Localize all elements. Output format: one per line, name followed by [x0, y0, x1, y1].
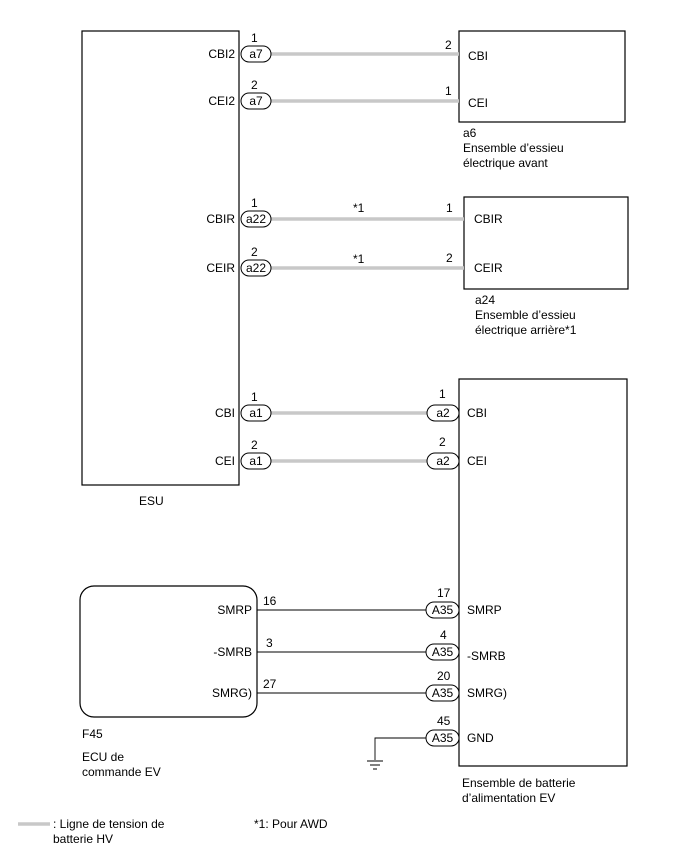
connector-code: a1 [249, 406, 263, 420]
legend-hv-line-label-2: batterie HV [53, 832, 113, 846]
esu-box [81, 30, 240, 486]
connector-pill [240, 259, 272, 277]
esu-signal-label: CBI [215, 406, 235, 420]
ecu-signal-label: SMRP [217, 603, 252, 617]
front-axle-code: a6 [463, 126, 477, 140]
rear-axle-box [463, 196, 629, 290]
battery-pin-number: 17 [437, 586, 451, 600]
connector-pill [425, 643, 460, 661]
connector-pill [240, 92, 272, 110]
ecu-signal-label: SMRG) [212, 686, 252, 700]
rear-axle-signal-label: CBIR [474, 212, 503, 226]
ground-icon [367, 760, 383, 770]
ecu-name-line2: commande EV [82, 765, 161, 779]
esu-signal-label: CBIR [206, 212, 235, 226]
front-axle-pin-number: 2 [445, 38, 452, 52]
wire-gnd [374, 737, 426, 760]
battery-pin-number: 2 [439, 435, 446, 449]
connector-code: a2 [436, 454, 450, 468]
ecu-box [79, 585, 258, 718]
connector-pill [240, 45, 272, 63]
front-axle-pin-number: 1 [445, 84, 452, 98]
connector-code: a1 [249, 454, 263, 468]
esu-pin-number: 1 [251, 390, 258, 404]
battery-name-line1: Ensemble de batterie [462, 776, 576, 790]
ecu-pin-number: 27 [263, 677, 277, 691]
connector-code: a22 [246, 212, 266, 226]
rear-axle-note: *1 [353, 252, 365, 266]
connector-code: A35 [432, 686, 454, 700]
esu-pin-number: 2 [251, 245, 258, 259]
rear-axle-signal-label: CEIR [474, 261, 503, 275]
connector-code: a2 [436, 406, 450, 420]
connector-pill [425, 729, 460, 747]
front-axle-signal-label: CEI [468, 96, 488, 110]
front-axle-name-line2: électrique avant [463, 156, 548, 170]
rear-axle-code: a24 [475, 293, 495, 307]
esu-pin-number: 2 [251, 78, 258, 92]
battery-name-line2: d’alimentation EV [462, 791, 555, 805]
front-axle-box [458, 30, 626, 123]
signal-wires [257, 609, 426, 760]
connector-code: A35 [432, 603, 454, 617]
esu-signal-label: CEI2 [208, 94, 235, 108]
battery-signal-label: SMRP [467, 603, 502, 617]
esu-pin-number: 1 [251, 196, 258, 210]
connector-code: a7 [249, 47, 263, 61]
battery-pin-number: 45 [437, 714, 451, 728]
connector-pill [425, 601, 460, 619]
rear-axle-pin-number: 1 [446, 201, 453, 215]
front-axle-name-line1: Ensemble d’essieu [463, 141, 564, 155]
ecu-pin-number: 3 [266, 636, 273, 650]
legend-hv-line-label: : Ligne de tension de [53, 817, 165, 831]
battery-signal-label: -SMRB [467, 649, 506, 663]
esu-signal-label: CBI2 [208, 47, 235, 61]
connector-code: A35 [432, 645, 454, 659]
battery-pin-number: 4 [440, 628, 447, 642]
legend-note: *1: Pour AWD [254, 817, 328, 831]
connector-code: a7 [249, 94, 263, 108]
esu-pin-number: 2 [251, 438, 258, 452]
battery-pin-number: 1 [439, 387, 446, 401]
ecu-signal-label: -SMRB [213, 645, 252, 659]
rear-axle-name-line1: Ensemble d’essieu [475, 308, 576, 322]
connector-code: a22 [246, 261, 266, 275]
front-axle-signal-label: CBI [468, 49, 488, 63]
rear-axle-name-line2: électrique arrière*1 [475, 323, 577, 337]
ecu-name-line1: ECU de [82, 750, 124, 764]
battery-signal-label: CBI [467, 406, 487, 420]
battery-signal-label: CEI [467, 454, 487, 468]
connector-pill [426, 404, 460, 422]
ecu-code: F45 [82, 727, 103, 741]
esu-signal-label: CEI [215, 454, 235, 468]
connector-pill [426, 452, 460, 470]
battery-signal-label: SMRG) [467, 686, 507, 700]
rear-axle-pin-number: 2 [446, 251, 453, 265]
battery-box [458, 378, 628, 767]
battery-signal-label: GND [467, 731, 494, 745]
esu-name: ESU [139, 494, 164, 508]
connector-pill [240, 404, 272, 422]
esu-pin-number: 1 [251, 31, 258, 45]
connector-pills [240, 45, 460, 747]
rear-axle-note: *1 [353, 201, 365, 215]
connector-pill [240, 210, 272, 228]
esu-signal-label: CEIR [206, 261, 235, 275]
connector-code: A35 [432, 731, 454, 745]
ecu-pin-number: 16 [263, 594, 277, 608]
connector-pill [240, 452, 272, 470]
legend: : Ligne de tension de batterie HV *1: Po… [18, 817, 328, 846]
connector-pill [425, 684, 460, 702]
battery-pin-number: 20 [437, 669, 451, 683]
hv-wires [271, 52, 464, 463]
